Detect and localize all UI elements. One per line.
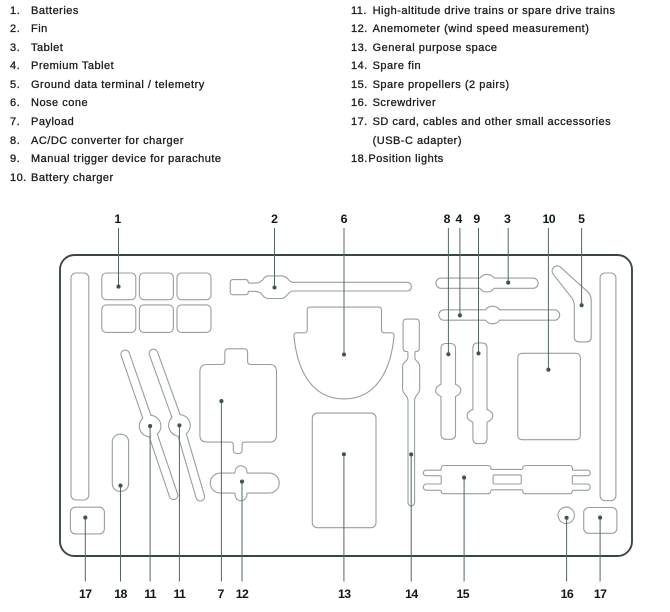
svg-text:5: 5 [578, 212, 585, 226]
svg-text:17: 17 [79, 587, 92, 601]
svg-text:9: 9 [473, 212, 480, 226]
svg-text:4: 4 [455, 212, 462, 226]
svg-text:2: 2 [271, 212, 278, 226]
svg-text:11: 11 [144, 587, 157, 601]
svg-text:12: 12 [236, 587, 249, 601]
svg-text:3: 3 [504, 212, 511, 226]
svg-text:13: 13 [338, 587, 351, 601]
svg-text:16: 16 [561, 587, 574, 601]
svg-text:18: 18 [114, 587, 127, 601]
svg-text:11: 11 [173, 587, 186, 601]
svg-text:17: 17 [594, 587, 607, 601]
svg-text:10: 10 [543, 212, 556, 226]
svg-text:8: 8 [444, 212, 451, 226]
svg-text:7: 7 [217, 587, 224, 601]
svg-text:6: 6 [341, 212, 348, 226]
svg-text:15: 15 [457, 587, 470, 601]
svg-text:1: 1 [114, 212, 121, 226]
svg-text:14: 14 [405, 587, 418, 601]
